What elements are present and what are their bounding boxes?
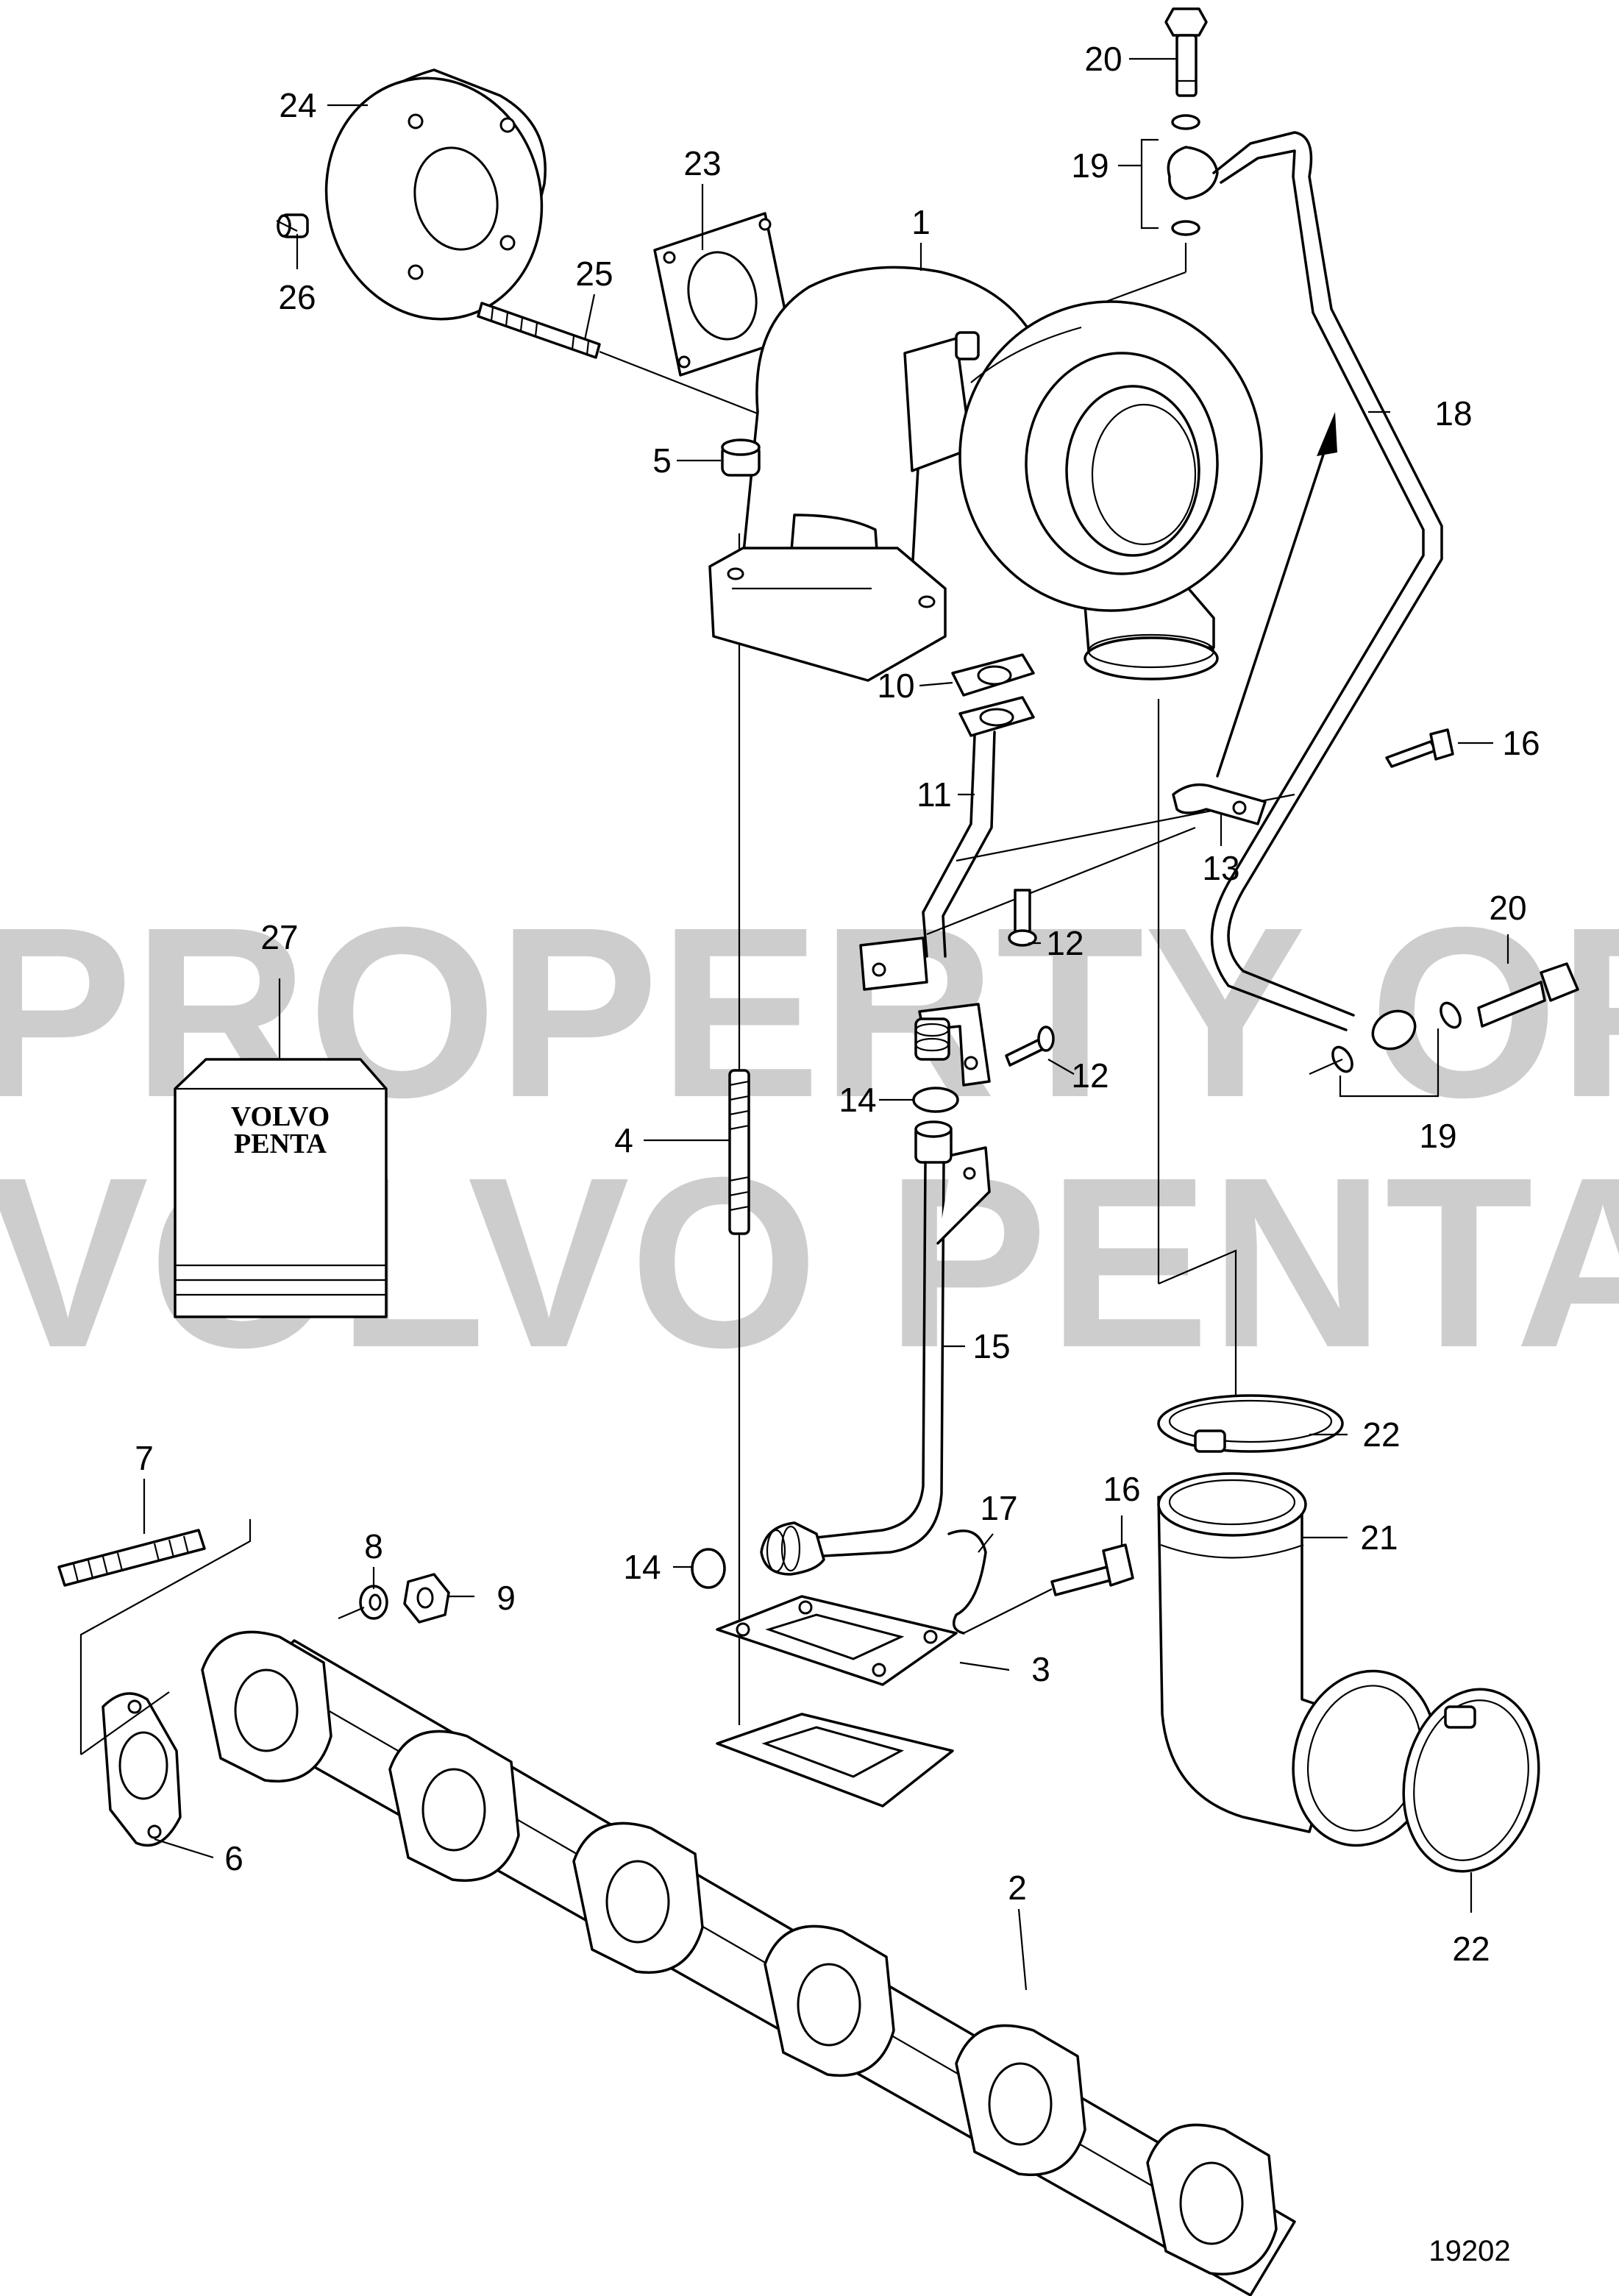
callout-22-upper: 22 [1362, 1415, 1400, 1454]
callout-20-top: 20 [1084, 40, 1122, 78]
part-20-banjo-bolt-top [1164, 7, 1208, 97]
manifold-flange-6 [1146, 2123, 1278, 2275]
part-3-gasket [716, 1595, 958, 1686]
callout-14-upper: 14 [839, 1081, 876, 1119]
callout-labels: 1 2 3 4 5 6 7 8 9 10 11 12 12 13 14 14 1… [135, 40, 1540, 1968]
kit-logo-line-1: VOLVO [231, 1101, 330, 1132]
callout-27: 27 [260, 918, 298, 956]
callout-12-lower: 12 [1071, 1056, 1109, 1095]
part-7-stud [57, 1529, 206, 1587]
pipe-end-fitting [760, 1521, 825, 1576]
part-25-stud [477, 302, 601, 359]
callout-10: 10 [877, 667, 914, 705]
callout-16-upper: 16 [1502, 724, 1540, 762]
part-24-spacer-disc [324, 68, 547, 321]
part-14-o-ring-upper [912, 1087, 959, 1113]
manifold-flange-2 [388, 1730, 520, 1882]
callout-19-top: 19 [1071, 146, 1109, 185]
callout-26: 26 [278, 278, 316, 316]
part-4-stud [728, 1069, 750, 1235]
part-12-bolt-lower [1005, 1026, 1055, 1067]
callout-13: 13 [1202, 849, 1239, 887]
manifold-flange-3 [572, 1821, 704, 1974]
part-6-gasket [102, 1692, 182, 1847]
part-10-gasket [951, 653, 1035, 697]
callout-15: 15 [972, 1327, 1010, 1365]
kit-logo-line-2: PENTA [234, 1129, 327, 1159]
part-26-nut [277, 213, 309, 238]
callout-7: 7 [135, 1439, 154, 1477]
part-12-bolt-upper [1008, 889, 1037, 947]
callout-11: 11 [917, 775, 952, 814]
part-5-nut [721, 438, 761, 477]
part-16-bolt-upper [1385, 728, 1454, 768]
part-8-washer [359, 1585, 388, 1620]
callout-6: 6 [224, 1839, 243, 1877]
part-11-drain-pipe [922, 696, 1035, 958]
callout-23: 23 [683, 144, 721, 182]
callout-4: 4 [614, 1121, 633, 1159]
part-1-turbocharger [708, 266, 1263, 682]
manifold-flange-5 [955, 2024, 1086, 2176]
callout-24: 24 [279, 86, 316, 124]
leader-lines [143, 57, 1509, 1991]
manifold-flange-4 [764, 1924, 895, 2077]
callout-20-right: 20 [1489, 889, 1526, 927]
callout-5: 5 [652, 441, 672, 480]
callout-25: 25 [575, 255, 613, 293]
drawing-number: 19202 [1428, 2235, 1510, 2267]
callout-19-right: 19 [1419, 1117, 1456, 1155]
part-16-bolt-lower [1050, 1543, 1134, 1596]
part-19-banjo-top [1140, 114, 1219, 236]
part-13-pipe-clamp [1172, 783, 1267, 825]
pipe-connector-sleeve [914, 1017, 950, 1061]
part-21-elbow-hose [1157, 1472, 1437, 1847]
manifold-flange-1 [201, 1630, 332, 1783]
part-19-banjo-right [1309, 1001, 1462, 1098]
callout-17: 17 [980, 1489, 1017, 1527]
callout-1: 1 [911, 203, 931, 241]
part-22-hose-clamp-lower [1402, 1688, 1540, 1873]
part-9-nut [403, 1573, 450, 1624]
callout-8: 8 [364, 1527, 383, 1565]
part-27-gasket-kit: VOLVO PENTA [174, 1058, 388, 1318]
part-18-oil-pipe [1210, 131, 1443, 1031]
direction-arrow [1216, 412, 1337, 778]
callout-2: 2 [1008, 1869, 1027, 1907]
callout-9: 9 [497, 1579, 516, 1617]
callout-14-lower: 14 [623, 1548, 661, 1586]
part-14-o-ring-lower [691, 1548, 726, 1589]
part-15-drain-pipe [815, 1120, 991, 1557]
part-20-bolt-right [1477, 962, 1579, 1028]
part-2-exhaust-manifold [201, 1630, 1296, 2296]
callout-18: 18 [1434, 394, 1472, 433]
callout-12-upper: 12 [1046, 924, 1084, 962]
callout-21: 21 [1360, 1518, 1398, 1557]
part-17-retaining-clip [947, 1529, 987, 1635]
callout-3: 3 [1031, 1650, 1050, 1688]
callout-16-lower: 16 [1103, 1470, 1140, 1508]
part-23-gasket [653, 212, 792, 377]
callout-22-lower: 22 [1452, 1930, 1490, 1968]
part-22-hose-clamp-upper [1157, 1394, 1344, 1453]
